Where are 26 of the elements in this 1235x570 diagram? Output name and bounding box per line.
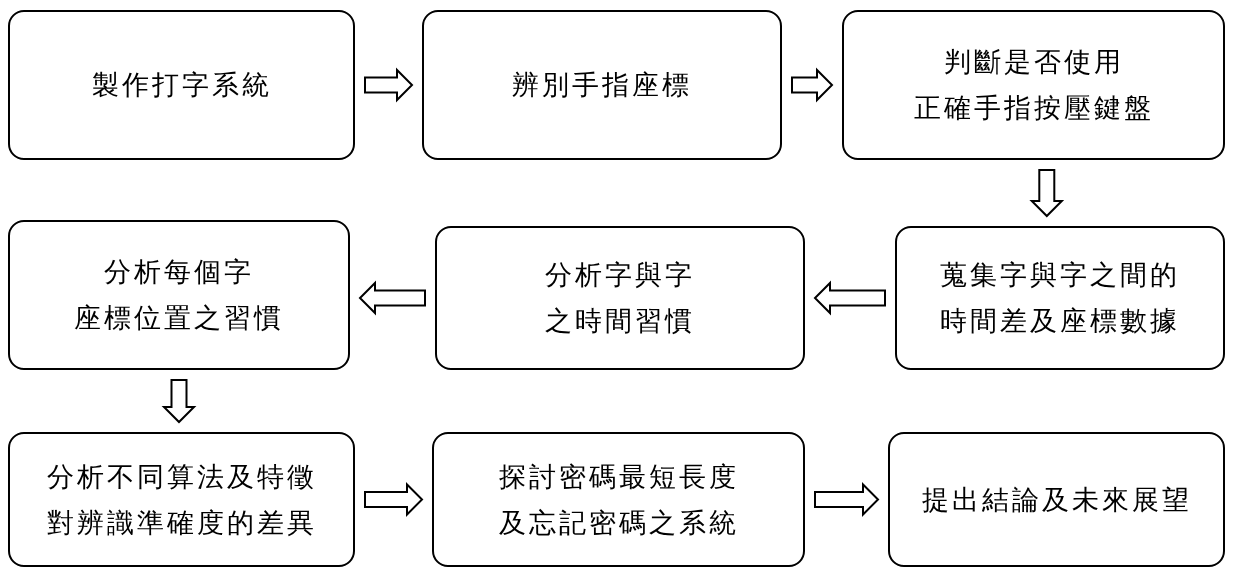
- box-text: 提出結論及未來展望: [921, 483, 1192, 517]
- box-text: 製作打字系統: [91, 69, 272, 102]
- block-arrow: [364, 482, 424, 517]
- block-arrow: [1029, 169, 1065, 218]
- process-box: [8, 10, 355, 160]
- box-text: 蒐集字與字之間的時間差及座標數據: [940, 259, 1180, 338]
- process-box: [8, 220, 350, 370]
- box-text: 探討密碼最短長度及忘記密碼之系統: [498, 460, 739, 540]
- block-arrow: [813, 280, 886, 316]
- box-text: 分析不同算法及特徵對辨識準確度的差異: [46, 460, 317, 540]
- process-box: [435, 226, 805, 370]
- block-arrow: [791, 67, 834, 103]
- block-arrow: [814, 482, 880, 517]
- process-box: [422, 10, 782, 160]
- box-text: 辨別手指座標: [512, 69, 692, 102]
- process-box: [8, 432, 355, 567]
- block-arrow: [161, 379, 197, 424]
- box-text: 判斷是否使用正確手指按壓鍵盤: [913, 46, 1154, 125]
- block-arrow: [358, 280, 426, 316]
- process-box: [888, 432, 1225, 567]
- box-text: 分析每個字座標位置之習慣: [74, 256, 284, 335]
- box-text: 分析字與字之時間習慣: [545, 259, 695, 338]
- block-arrow: [364, 67, 414, 103]
- process-box: [895, 226, 1225, 370]
- process-box: [432, 432, 805, 567]
- process-box: [842, 10, 1225, 160]
